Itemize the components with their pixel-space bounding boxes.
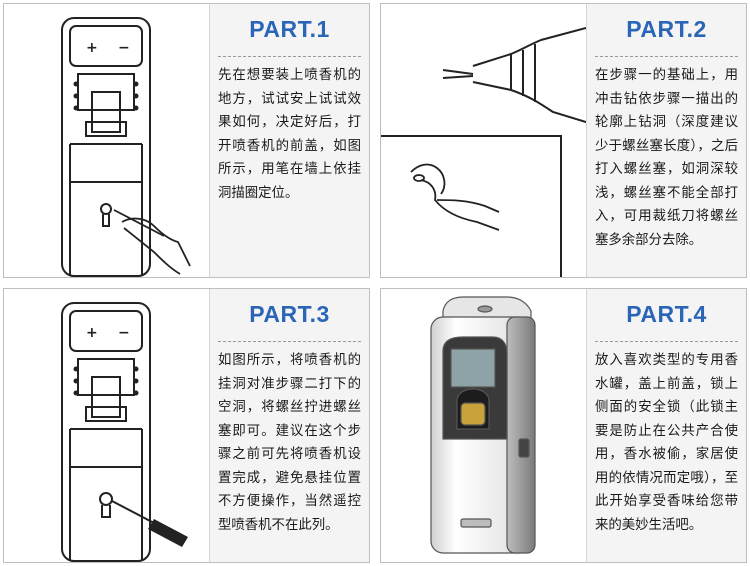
part-title-1: PART.1: [249, 16, 330, 42]
dispenser-screwdriver-illustration: + −: [61, 302, 188, 562]
step-panel-1: + − PART.1 先在想要装上喷香机的地方，试试安上试试效果如何，决定好后，…: [3, 3, 370, 278]
step-panel-3: + − PART.3 如图所示，将喷香机的挂洞对准步骤二打下的空洞，将螺丝拧进螺…: [3, 288, 370, 563]
title-divider: [218, 56, 361, 57]
dispenser-back-open-illustration: + −: [61, 17, 191, 277]
title-divider: [218, 341, 361, 342]
step-description-1: 先在想要装上喷香机的地方，试试安上试试效果如何，决定好后，打开喷香机的前盖，如图…: [218, 68, 361, 201]
part-title-2: PART.2: [626, 16, 707, 42]
battery-minus-icon: −: [118, 40, 130, 56]
title-divider: [595, 341, 738, 342]
step-panel-4: PART.4 放入喜欢类型的专用香水罐，盖上前盖，锁上侧面的安全锁（此锁主要是防…: [380, 288, 747, 563]
step-description-3: 如图所示，将喷香机的挂洞对准步骤二打下的空洞，将螺丝拧进螺丝塞即可。建议在这个步…: [218, 353, 361, 533]
dispenser-front-illustration: [430, 296, 536, 554]
hand-holding-anchor-icon: [410, 163, 500, 231]
illustration-drill-wall: [381, 4, 586, 277]
step-text-column-4: PART.4 放入喜欢类型的专用香水罐，盖上前盖，锁上侧面的安全锁（此锁主要是防…: [586, 289, 746, 562]
step-text-column-1: PART.1 先在想要装上喷香机的地方，试试安上试试效果如何，决定好后，打开喷香…: [209, 4, 369, 277]
illustration-mark-wall: + −: [4, 4, 209, 277]
title-divider: [595, 56, 738, 57]
illustration-closed-dispenser: [381, 289, 586, 562]
battery-plus-icon: +: [86, 325, 98, 341]
illustration-screw-mount: + −: [4, 289, 209, 562]
battery-plus-icon: +: [86, 40, 98, 56]
step-panel-2: PART.2 在步骤一的基础上，用冲击钻依步骤一描出的轮廓上钻洞（深度建议少于螺…: [380, 3, 747, 278]
hand-holding-pen-icon: [113, 209, 191, 275]
drill-and-hand-illustration: [381, 27, 586, 277]
step-text-column-3: PART.3 如图所示，将喷香机的挂洞对准步骤二打下的空洞，将螺丝拧进螺丝塞即可…: [209, 289, 369, 562]
step-description-4: 放入喜欢类型的专用香水罐，盖上前盖，锁上侧面的安全锁（此锁主要是防止在公共产合使…: [595, 353, 738, 533]
part-title-3: PART.3: [249, 301, 330, 327]
screwdriver-icon: [111, 500, 188, 547]
step-text-column-2: PART.2 在步骤一的基础上，用冲击钻依步骤一描出的轮廓上钻洞（深度建议少于螺…: [586, 4, 746, 277]
battery-minus-icon: −: [118, 325, 130, 341]
step-description-2: 在步骤一的基础上，用冲击钻依步骤一描出的轮廓上钻洞（深度建议少于螺丝塞长度），之…: [595, 68, 738, 248]
part-title-4: PART.4: [626, 301, 707, 327]
